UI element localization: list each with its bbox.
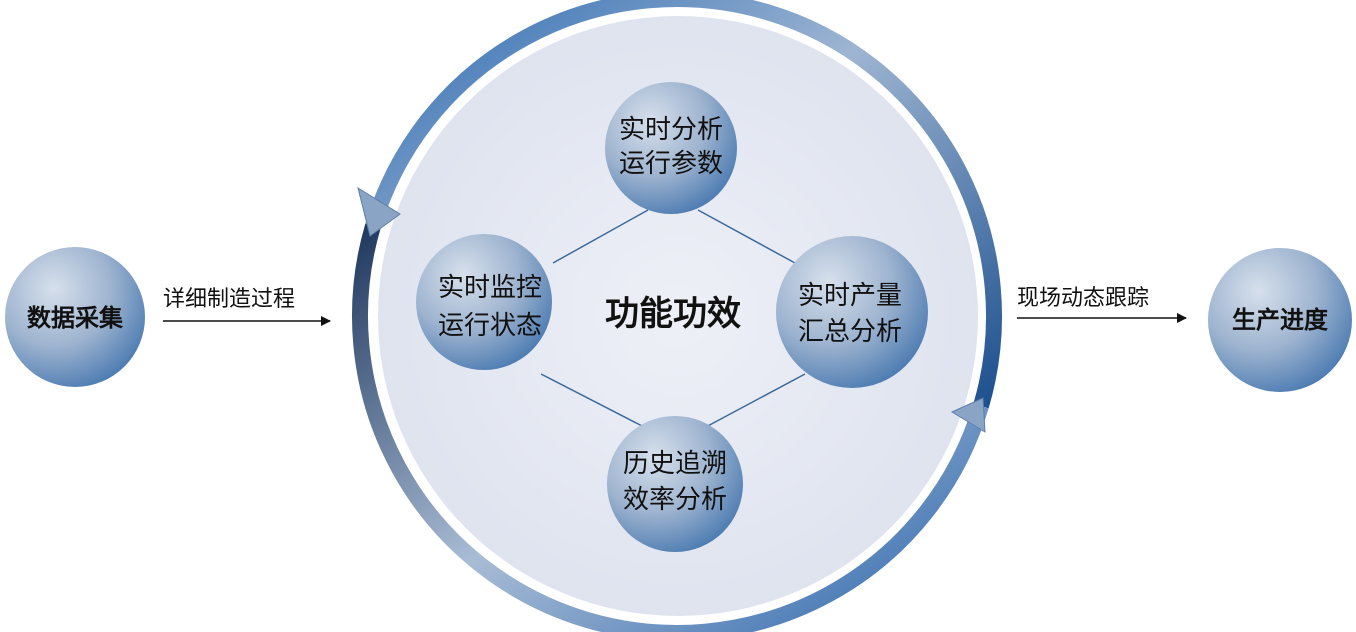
node-right-line1: 实时产量 bbox=[798, 281, 902, 311]
node-realtime-parameters: 实时分析 运行参数 bbox=[605, 82, 737, 214]
central-disc bbox=[378, 16, 978, 616]
node-bottom-line2: 效率分析 bbox=[623, 485, 727, 515]
node-data-collection: 数据采集 bbox=[5, 247, 145, 387]
connector-left-bottom bbox=[540, 373, 647, 429]
node-history-efficiency: 历史追溯 效率分析 bbox=[607, 416, 743, 552]
node-realtime-monitoring: 实时监控 运行状态 bbox=[416, 234, 552, 370]
right-edge-label: 现场动态跟踪 bbox=[1017, 286, 1149, 311]
right-node-label: 生产进度 bbox=[1232, 306, 1329, 334]
node-right-line2: 汇总分析 bbox=[798, 317, 902, 347]
connector-top-left bbox=[552, 209, 649, 264]
connector-right-bottom bbox=[703, 373, 806, 429]
cycle-arc-lower bbox=[351, 223, 989, 632]
node-bottom-line1: 历史追溯 bbox=[623, 449, 727, 479]
node-left-line2: 运行状态 bbox=[438, 311, 542, 341]
center-title: 功能功效 bbox=[605, 294, 741, 334]
node-realtime-output: 实时产量 汇总分析 bbox=[776, 236, 928, 388]
cycle-arrowhead-left bbox=[357, 186, 401, 237]
cycle-arrowhead-right bbox=[950, 397, 986, 433]
left-edge-label: 详细制造过程 bbox=[163, 287, 295, 312]
node-top-line2: 运行参数 bbox=[619, 149, 723, 179]
node-top-line1: 实时分析 bbox=[619, 115, 723, 145]
cycle-arc-upper bbox=[365, 0, 1003, 409]
left-node-label: 数据采集 bbox=[27, 304, 124, 332]
node-left-line1: 实时监控 bbox=[438, 273, 542, 303]
connector-top-right bbox=[697, 209, 796, 264]
node-production-progress: 生产进度 bbox=[1208, 248, 1352, 392]
